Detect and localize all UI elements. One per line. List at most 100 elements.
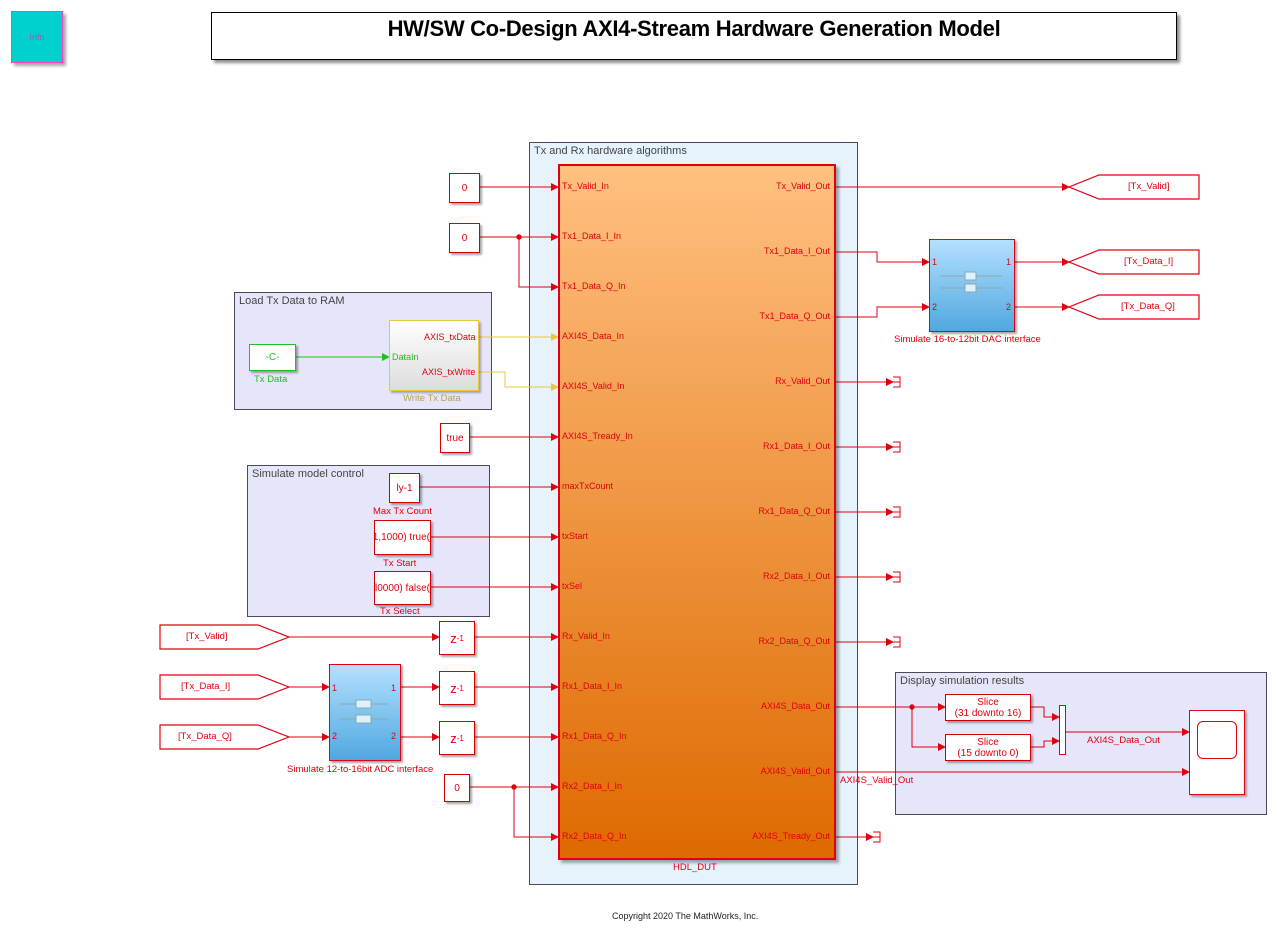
port-label: AXIS_txData [424,332,476,342]
const-value: 0 [461,182,468,194]
dut-output-port: Tx_Valid_Out [776,181,830,191]
goto-tag-label: [Tx_Data_Q] [1121,301,1175,312]
slice-range: (15 downto 0) [957,747,1019,759]
scope-screen-icon [1197,721,1237,759]
tx-start-block[interactable]: 1,1000) true( [374,520,431,555]
dut-output-port: AXI4S_Tready_Out [752,831,830,841]
dut-output-port: Rx1_Data_Q_Out [758,506,830,516]
info-block[interactable]: Info [11,11,63,63]
tx-select-block[interactable]: l0000) false( [374,571,431,605]
delay-rx1-data-q[interactable]: z-1 [439,721,475,755]
delay-exponent: -1 [456,733,464,743]
dut-input-port: AXI4S_Tready_In [562,431,633,441]
port-label: 2 [332,731,338,741]
adc-interface-block[interactable] [329,664,401,761]
const-value: -C- [265,352,280,363]
area-model-control: Simulate model control [247,465,490,617]
branch-point [516,234,522,240]
dut-output-port: Rx_Valid_Out [775,376,830,386]
axi4s-data-out-signal-label: AXI4S_Data_Out [1087,735,1160,746]
delay-rx1-data-i[interactable]: z-1 [439,671,475,705]
block-value: 1,1000) true( [374,532,430,543]
area-title: Load Tx Data to RAM [239,295,345,307]
page-title: HW/SW Co-Design AXI4-Stream Hardware Gen… [387,16,1001,41]
axi4s-valid-out-signal-label: AXI4S_Valid_Out [840,775,914,786]
area-title: Display simulation results [900,675,1025,687]
port-label: AXIS_txWrite [422,367,476,377]
dut-output-port: Tx1_Data_I_Out [763,246,830,256]
bus-concat-block[interactable] [1059,705,1066,755]
tx-start-label: Tx Start [383,558,417,569]
delay-exponent: -1 [456,633,464,643]
goto-tag-label: [Tx_Valid] [1128,181,1170,192]
dut-input-port: Rx2_Data_Q_In [562,831,627,841]
tx-data-constant[interactable]: -C- [249,344,296,371]
const-value: 0 [461,232,468,244]
port-label: 1 [1006,257,1012,267]
port-label: 1 [391,683,397,693]
from-tag-label: [Tx_Valid] [186,631,228,642]
dac-interface-block[interactable] [929,239,1015,332]
dut-input-port: maxTxCount [562,481,614,491]
terminator-icon[interactable] [893,441,901,453]
dut-input-port: txStart [562,531,589,541]
slice-range: (31 downto 16) [954,707,1022,719]
area-title: Simulate model control [252,468,364,480]
slice-title: Slice [977,736,999,748]
dut-input-port: Rx1_Data_Q_In [562,731,627,741]
port-label: DataIn [392,352,419,362]
terminator-icon[interactable] [893,506,901,518]
goto-tag-label: [Tx_Data_I] [1124,256,1174,267]
hdl-dut-label: HDL_DUT [673,862,717,873]
copyright-text: Copyright 2020 The MathWorks, Inc. [612,911,759,921]
terminator-icon[interactable] [893,636,901,648]
slice-31-16-block[interactable]: Slice (31 downto 16) [945,694,1031,721]
dut-input-port: Tx_Valid_In [562,181,609,191]
const-value: true [446,432,464,444]
slice-15-0-block[interactable]: Slice (15 downto 0) [945,734,1031,761]
block-value: ly-1 [396,482,413,494]
terminator-icon[interactable] [893,376,901,388]
const-tready[interactable]: true [440,423,470,453]
dut-input-port: Rx1_Data_I_In [562,681,623,691]
adc-interface-label: Simulate 12-to-16bit ADC interface [287,764,434,775]
delay-symbol: z [450,680,457,696]
dut-output-port: Rx1_Data_I_Out [762,441,830,451]
area-title: Tx and Rx hardware algorithms [534,145,687,157]
write-tx-data-block[interactable] [389,320,479,391]
dut-input-port: AXI4S_Data_In [562,331,625,341]
const-tx-data[interactable]: 0 [449,223,480,253]
terminator-icon[interactable] [873,831,881,843]
dut-input-port: Rx_Valid_In [562,631,610,641]
hdl-dut-block[interactable] [558,164,836,860]
branch-point [511,784,517,790]
delay-symbol: z [450,730,457,746]
max-tx-count-label: Max Tx Count [373,506,432,517]
max-tx-count-block[interactable]: ly-1 [389,473,420,503]
info-label: Info [29,32,45,42]
port-label: 1 [332,683,338,693]
const-value: 0 [454,782,460,794]
tx-data-label: Tx Data [254,374,288,385]
slice-title: Slice [977,696,999,708]
dut-input-port: txSel [562,581,583,591]
terminator-icon[interactable] [893,571,901,583]
from-tag-label: [Tx_Data_Q] [178,731,232,742]
const-rx2[interactable]: 0 [444,774,470,802]
from-tag-label: [Tx_Data_I] [181,681,231,692]
dut-output-port: Rx2_Data_I_Out [762,571,830,581]
dut-output-port: Rx2_Data_Q_Out [758,636,830,646]
const-tx-valid[interactable]: 0 [449,173,480,203]
port-label: 1 [932,257,938,267]
dut-input-port: AXI4S_Valid_In [562,381,625,391]
scope-block[interactable] [1189,710,1245,795]
block-value: l0000) false( [374,582,430,594]
delay-symbol: z [450,630,457,646]
port-label: 2 [932,302,938,312]
dut-output-port: AXI4S_Data_Out [760,701,830,711]
delay-rx-valid[interactable]: z-1 [439,621,475,655]
delay-exponent: -1 [456,683,464,693]
dut-input-port: Rx2_Data_I_In [562,781,623,791]
dut-output-port: Tx1_Data_Q_Out [759,311,830,321]
tx-select-label: Tx Select [380,606,420,617]
